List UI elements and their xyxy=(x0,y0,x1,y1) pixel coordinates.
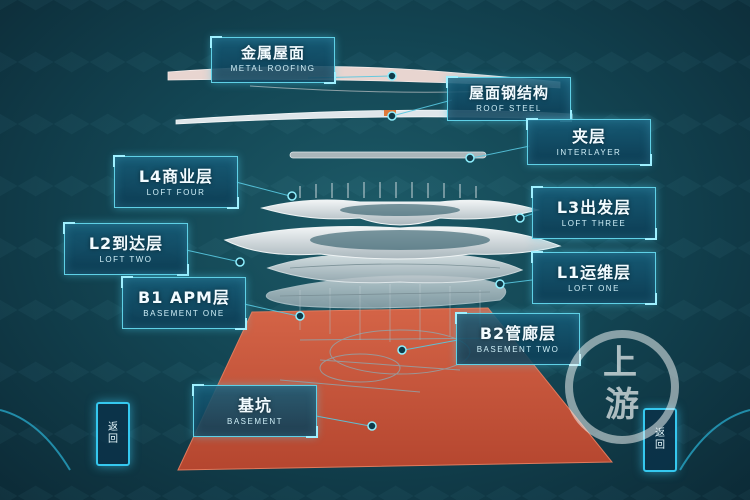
label-l3-departure[interactable]: L3出发层 LOFT THREE xyxy=(531,186,657,240)
label-roof-steel[interactable]: 屋面钢结构 ROOF STEEL xyxy=(446,76,572,122)
watermark-logo: 上 游 xyxy=(565,330,679,444)
label-en: ROOF STEEL xyxy=(476,104,542,113)
l3-slab xyxy=(260,199,540,226)
b1-slab xyxy=(265,275,507,309)
label-l1-maintenance[interactable]: L1运维层 LOFT ONE xyxy=(531,251,657,305)
ring-dot-icon xyxy=(235,71,525,431)
label-en: LOFT FOUR xyxy=(146,188,206,197)
label-en: BASEMENT xyxy=(226,417,283,426)
label-zh: 屋面钢结构 xyxy=(468,84,549,102)
watermark-char-2: 游 xyxy=(605,385,639,425)
label-zh: B1 APM层 xyxy=(138,288,230,307)
back-char-2: 回 xyxy=(108,434,118,445)
label-en: LOFT ONE xyxy=(568,284,620,293)
label-zh: L4商业层 xyxy=(138,167,214,186)
label-en: INTERLAYER xyxy=(556,148,622,157)
label-en: LOFT TWO xyxy=(99,255,153,264)
back-char-1: 返 xyxy=(108,421,118,433)
label-zh: L3出发层 xyxy=(556,198,632,217)
label-b1-apm[interactable]: B1 APM层 BASEMENT ONE xyxy=(121,276,247,330)
label-l4-commercial[interactable]: L4商业层 LOFT FOUR xyxy=(113,155,239,209)
label-interlayer[interactable]: 夹层 INTERLAYER xyxy=(526,118,652,166)
label-zh: L1运维层 xyxy=(556,263,632,282)
watermark-char-1: 上 xyxy=(603,343,637,383)
l2-slab xyxy=(223,226,562,260)
label-en: BASEMENT TWO xyxy=(476,345,560,354)
label-zh: 金属屋面 xyxy=(240,44,305,62)
side-frame-arcs xyxy=(0,409,750,471)
label-zh: B2管廊层 xyxy=(479,324,557,343)
l4-slab xyxy=(299,182,477,198)
back-button-left[interactable]: 返 回 xyxy=(96,402,130,466)
label-en: METAL ROOFING xyxy=(230,64,316,73)
connector-lines xyxy=(185,75,533,427)
watermark-ring xyxy=(565,330,679,444)
label-zh: L2到达层 xyxy=(88,234,164,253)
label-l2-arrival[interactable]: L2到达层 LOFT TWO xyxy=(63,222,189,276)
label-foundation-pit[interactable]: 基坑 BASEMENT xyxy=(192,384,318,438)
interlayer-bar xyxy=(289,151,487,159)
label-metal-roofing[interactable]: 金属屋面 METAL ROOFING xyxy=(210,36,336,84)
label-en: LOFT THREE xyxy=(561,219,627,228)
back-char-2: 回 xyxy=(655,440,665,451)
label-en: BASEMENT ONE xyxy=(143,309,225,318)
label-zh: 夹层 xyxy=(571,127,606,146)
label-zh: 基坑 xyxy=(237,396,272,415)
label-b2-utility-tunnel[interactable]: B2管廊层 BASEMENT TWO xyxy=(455,312,581,366)
back-char-1: 返 xyxy=(655,427,665,439)
